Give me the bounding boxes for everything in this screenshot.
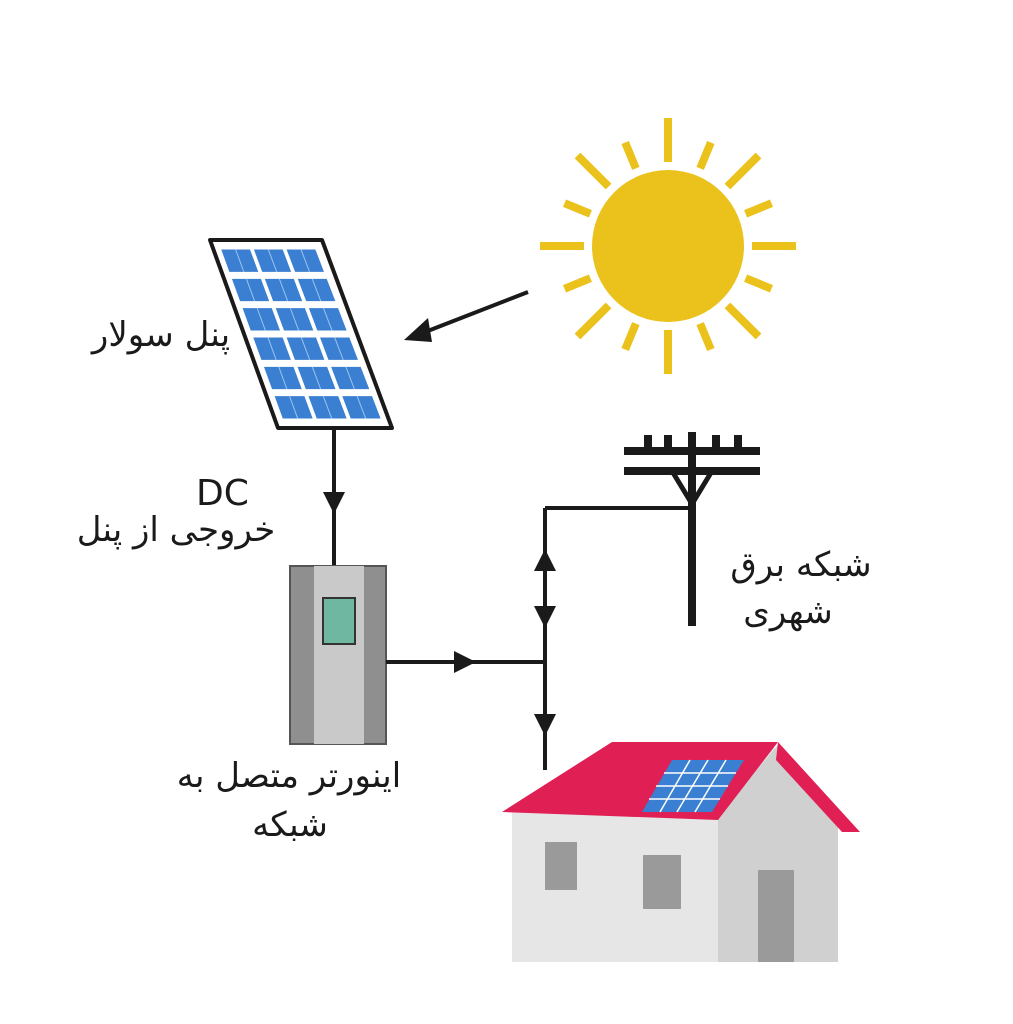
sun-icon — [540, 118, 796, 374]
grid-label-line1: شبکه برق — [730, 545, 872, 585]
house-icon — [502, 742, 860, 962]
utility-pole-icon — [624, 432, 760, 626]
solar-panel-icon — [208, 238, 394, 430]
inverter-label-line1: اینورتر متصل به — [176, 756, 402, 796]
inverter-output-line — [386, 651, 545, 673]
inverter-label-line2: شبکه — [252, 805, 328, 845]
dc-connection — [323, 428, 345, 568]
dc-label: DC — [196, 473, 249, 514]
sunlight-arrow — [404, 290, 529, 342]
solar-panel-label: پنل سولار — [91, 315, 231, 355]
roof-solar-panel-icon — [642, 759, 744, 813]
inverter-icon — [289, 565, 387, 745]
panel-output-label: خروجی از پنل — [76, 510, 276, 550]
grid-bus-line — [534, 506, 692, 770]
grid-label-line2: شهری — [743, 592, 833, 632]
